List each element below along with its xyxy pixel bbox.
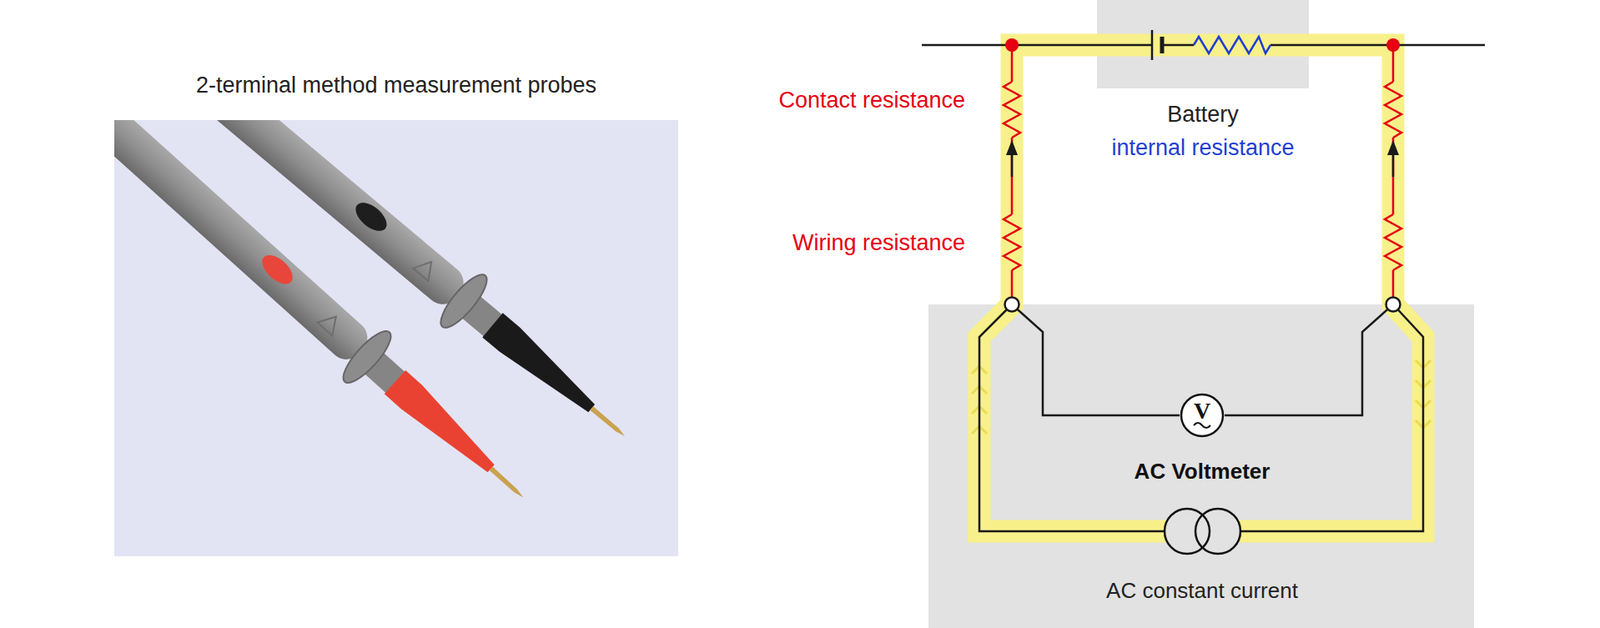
instrument-wiring <box>979 304 1424 532</box>
contact-resistance-label: Contact resistance <box>778 86 966 114</box>
left-lead <box>1003 45 1021 298</box>
current-source-outline <box>1162 507 1243 556</box>
voltmeter-letter: V <box>1193 397 1211 426</box>
source-circle-fill <box>1195 508 1241 554</box>
voltmeter-symbol: VAC Voltmeter <box>1179 392 1225 438</box>
current-arrow <box>1006 140 1018 177</box>
contact-point <box>1386 38 1400 52</box>
instrument-box <box>928 304 1475 628</box>
current-source-label: AC constant current <box>1106 578 1299 604</box>
black-probe <box>114 120 647 463</box>
wiring-resistance-label: Wiring resistance <box>792 229 966 257</box>
photo-panel: 2-terminal method measurement probes <box>114 120 679 557</box>
voltmeter-circle <box>1181 394 1223 437</box>
right-lead <box>1384 45 1402 298</box>
terminal <box>1386 297 1401 312</box>
battery-label: Battery <box>1167 100 1239 128</box>
internal-resistance-label: internal resistance <box>1111 134 1294 162</box>
terminal <box>1005 297 1020 312</box>
current-source-symbol: AC constant current <box>1162 507 1243 556</box>
source-circle <box>1195 508 1241 554</box>
contact-point <box>1005 38 1019 52</box>
internal-resistor-symbol <box>1193 36 1271 54</box>
battery-box: Batteryinternal resistance <box>1096 0 1309 89</box>
red-probe <box>114 120 546 523</box>
battery-plate <box>1151 30 1154 61</box>
probe-illustration <box>114 120 647 523</box>
voltmeter-label: AC Voltmeter <box>1134 458 1271 485</box>
photo-title: 2-terminal method measurement probes <box>196 71 597 99</box>
current-arrow <box>1387 140 1399 177</box>
current-path-highlight <box>979 45 1424 532</box>
battery-plate <box>1160 36 1165 54</box>
